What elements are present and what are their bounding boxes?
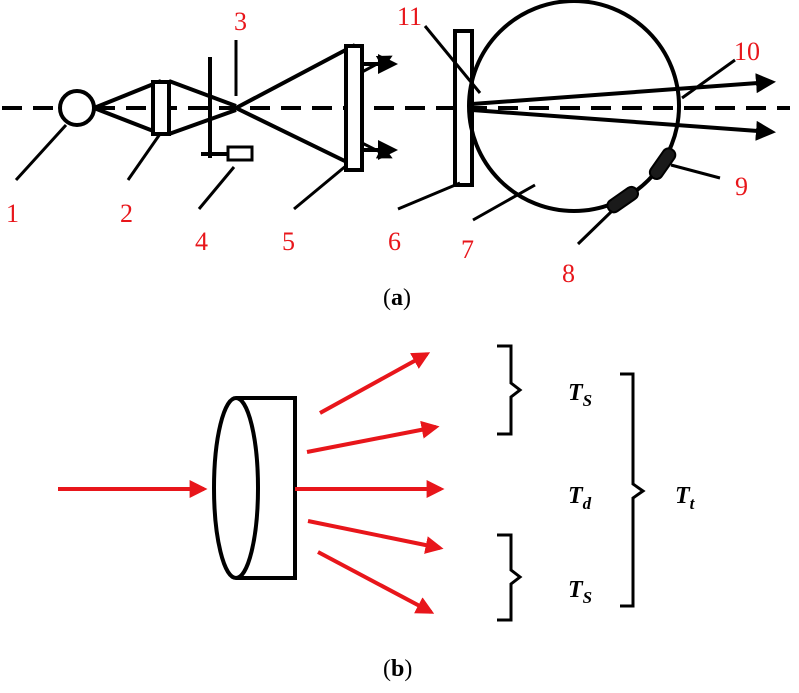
panel-b: TS Td TS Tt xyxy=(58,344,696,622)
caption-b: (b) xyxy=(383,656,412,682)
leader-2 xyxy=(126,133,162,181)
collimating-lens xyxy=(151,80,171,136)
integrating-sphere xyxy=(467,0,681,213)
bracket-tt xyxy=(620,372,646,608)
panel-a-labels: 1 2 3 4 5 6 7 8 9 10 11 xyxy=(6,2,760,288)
detector-9-lead xyxy=(670,163,721,180)
symbol-td: Td xyxy=(568,483,592,513)
label-1: 1 xyxy=(6,199,19,228)
leader-5 xyxy=(293,163,348,211)
light-source xyxy=(58,89,96,127)
panel-a xyxy=(2,0,790,246)
label-7: 7 xyxy=(461,235,474,264)
symbol-ts-bottom: TS xyxy=(568,577,592,607)
label-5: 5 xyxy=(282,227,295,256)
label-10: 10 xyxy=(734,37,760,66)
scatter-ray-down-steep xyxy=(317,550,435,614)
scatter-ray-up xyxy=(306,420,440,454)
beam-ray xyxy=(168,79,237,108)
scatter-ray-up-steep xyxy=(319,352,431,415)
beam-ray xyxy=(235,106,356,168)
detector-9 xyxy=(648,147,677,181)
brackets xyxy=(497,344,646,622)
scatter-ray-down xyxy=(307,519,444,554)
beam-ray xyxy=(235,43,356,110)
label-11: 11 xyxy=(397,2,422,31)
label-4: 4 xyxy=(195,227,208,256)
beam-ray xyxy=(93,79,162,110)
symbol-tt: Tt xyxy=(675,483,696,513)
label-9: 9 xyxy=(735,172,748,201)
scattered-beams xyxy=(295,352,445,614)
port-pointer xyxy=(423,25,482,94)
label-6: 6 xyxy=(388,227,401,256)
bracket-ts-top xyxy=(497,344,523,436)
beam-ray xyxy=(168,108,237,136)
label-2: 2 xyxy=(120,199,133,228)
leader-7 xyxy=(472,183,536,222)
symbol-ts-top: TS xyxy=(568,380,592,410)
transmitted-beam xyxy=(471,108,776,141)
label-3: 3 xyxy=(234,7,247,36)
exit-pointer xyxy=(681,58,736,100)
caption-a: (a) xyxy=(383,285,411,311)
beam-ray xyxy=(93,106,162,136)
scatter-arrow xyxy=(361,55,393,74)
chopper-body xyxy=(226,145,254,162)
leader-4 xyxy=(197,166,236,210)
label-8: 8 xyxy=(562,259,575,288)
sample-holder xyxy=(344,44,364,172)
detector-8 xyxy=(606,185,640,214)
transmitted-beam xyxy=(471,73,776,106)
leader-6 xyxy=(397,181,461,211)
bracket-ts-bottom xyxy=(497,533,523,622)
detector-8-lead xyxy=(576,209,614,246)
sample-disc xyxy=(212,396,297,580)
leader-1 xyxy=(14,123,68,182)
scatter-arrow xyxy=(361,141,393,159)
